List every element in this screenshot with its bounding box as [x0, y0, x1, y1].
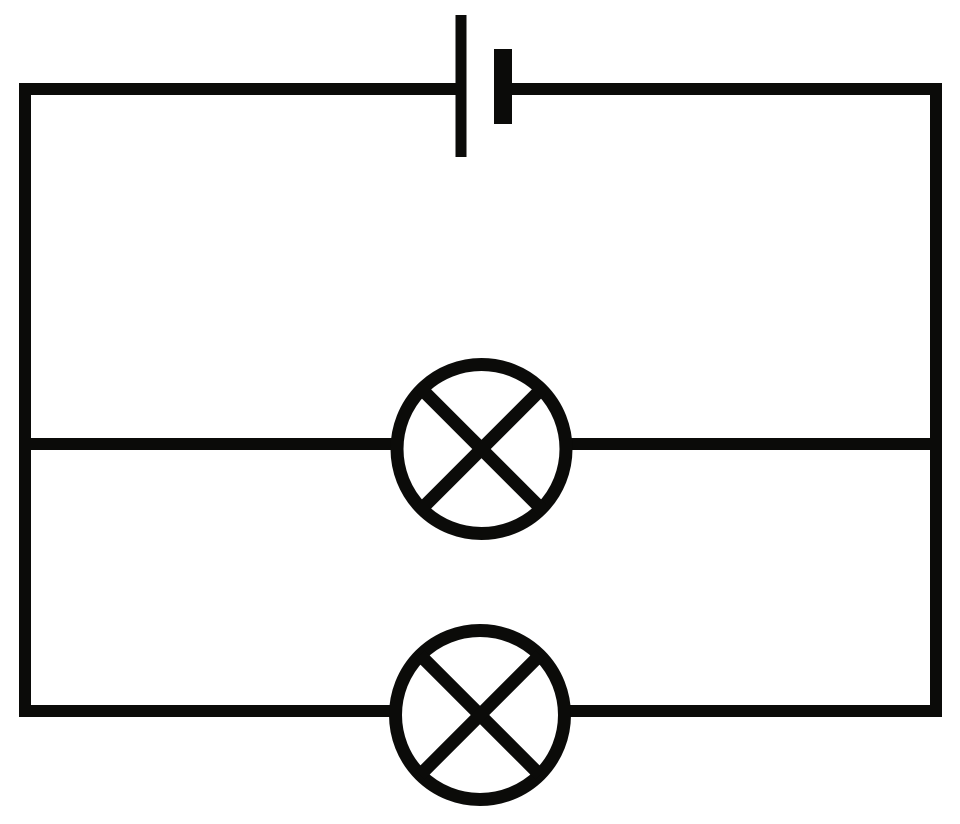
battery-cell-icon [455, 15, 512, 157]
lamp-icon [390, 358, 573, 540]
lamp-cross-line [415, 650, 545, 780]
lamp-cross-line [416, 384, 547, 514]
lamp-icon [389, 624, 571, 806]
